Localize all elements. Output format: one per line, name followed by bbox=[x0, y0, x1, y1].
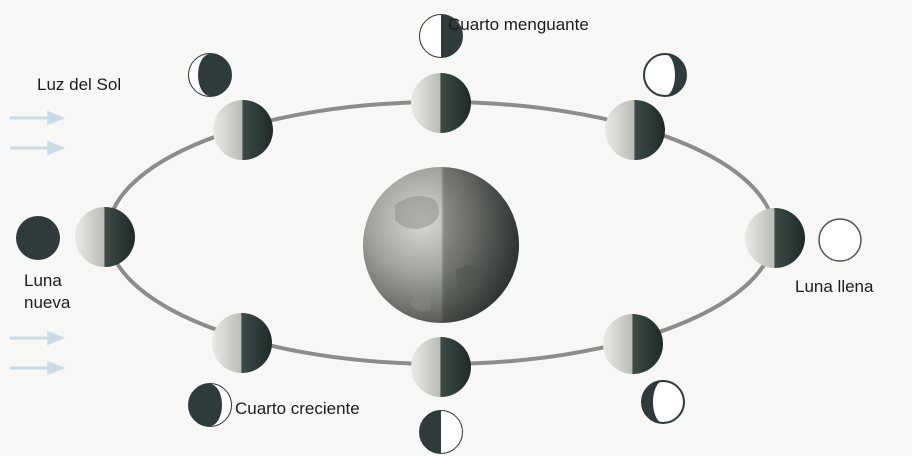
moon-sphere-icon bbox=[213, 100, 273, 160]
label-cuarto-creciente: Cuarto creciente bbox=[235, 399, 360, 418]
moon-sphere-icon bbox=[212, 313, 272, 373]
moon-sphere-icon bbox=[605, 100, 665, 160]
moon-phase-icon bbox=[419, 14, 463, 58]
label-luna-llena: Luna llena bbox=[795, 277, 874, 296]
phase-icons bbox=[16, 14, 862, 454]
label-luna-nueva: Luna nueva bbox=[24, 270, 70, 314]
orbit-arrow-icon bbox=[720, 175, 735, 190]
orbit-moons bbox=[75, 73, 805, 397]
sunlight-arrows bbox=[10, 110, 66, 376]
moon-sphere-icon bbox=[411, 337, 471, 397]
moon-phase-icon bbox=[818, 218, 862, 262]
moon-phase-icon bbox=[641, 380, 685, 424]
moon-phase-icon bbox=[188, 383, 232, 427]
earth-globe-icon bbox=[363, 167, 519, 323]
label-cuarto-menguante: Cuarto menguante bbox=[448, 15, 589, 34]
orbit-arrow-icon bbox=[535, 113, 560, 118]
moon-phase-icon bbox=[643, 53, 687, 97]
moon-sphere-icon bbox=[745, 208, 805, 268]
label-luna-nueva-line2: nueva bbox=[24, 293, 71, 313]
orbit-arrow-icon bbox=[705, 288, 720, 300]
label-luz-del-sol: Luz del Sol bbox=[37, 75, 122, 94]
moon-phase-icon bbox=[16, 216, 60, 260]
label-luna-nueva-line1: Luna bbox=[24, 271, 62, 290]
moon-sphere-icon bbox=[75, 207, 135, 267]
moon-sphere-icon bbox=[603, 314, 663, 374]
orbit-arrow-icon bbox=[335, 112, 360, 116]
moon-phase-icon bbox=[188, 53, 232, 97]
moon-phase-icon bbox=[419, 410, 463, 454]
moon-sphere-icon bbox=[411, 73, 471, 133]
